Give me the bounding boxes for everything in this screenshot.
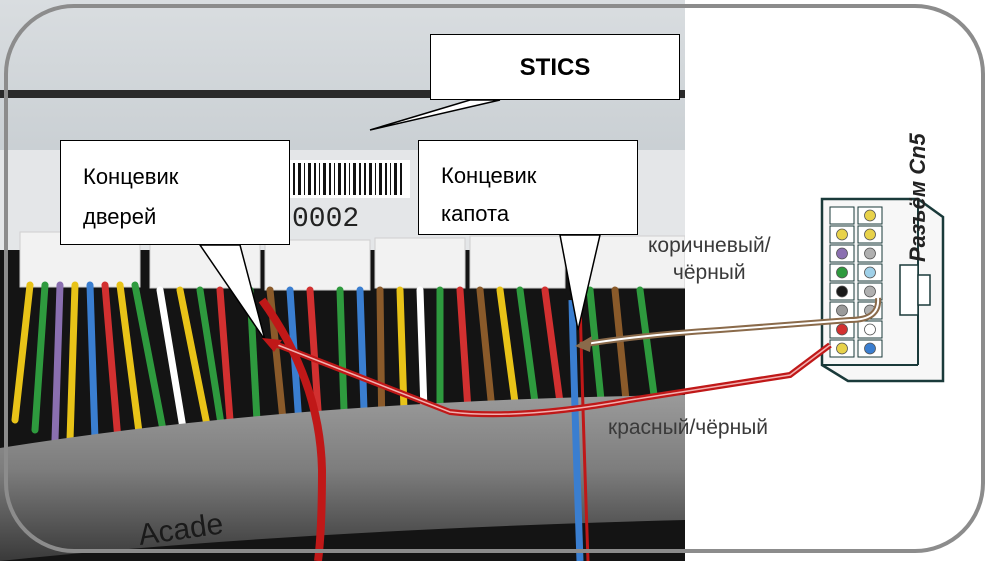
connector-pinout xyxy=(820,197,945,383)
door-switch-callout: Концевик дверей xyxy=(60,140,290,245)
pin-dot-left-3 xyxy=(836,247,848,260)
stics-callout: STICS xyxy=(430,34,680,100)
brown-label-line2: чёрный xyxy=(672,261,746,284)
hood-label-line1: Концевик xyxy=(441,163,537,188)
stics-pointer xyxy=(369,99,501,131)
pin-dot-left-2 xyxy=(836,228,848,241)
pin-dot-left-4 xyxy=(836,266,848,279)
pin-dot-right-1 xyxy=(864,209,876,222)
pin-dot-right-3 xyxy=(864,247,876,260)
red-wire-label: красный/чёрный xyxy=(608,416,769,439)
red-arrowhead xyxy=(262,338,282,352)
pin-dot-right-8 xyxy=(864,342,876,355)
hood-switch-wire xyxy=(568,299,584,561)
pin-dot-left-8 xyxy=(836,342,848,355)
pin-dot-left-6 xyxy=(836,304,848,317)
hood-pointer xyxy=(559,234,601,331)
barcode-number: 0002 xyxy=(292,204,359,235)
pin-dot-right-7 xyxy=(864,323,876,336)
pin-dot-left-7 xyxy=(836,323,848,336)
pin-grid xyxy=(829,206,883,358)
door-switch-wire xyxy=(258,297,327,561)
brown-wire-label: коричневый/ чёрный xyxy=(648,232,771,286)
brown-label-line1: коричневый/ xyxy=(648,234,771,257)
pin-cell-left-1 xyxy=(829,206,855,225)
hood-label-line2: капота xyxy=(441,201,510,226)
pin-dot-right-2 xyxy=(864,228,876,241)
pin-dot-right-4 xyxy=(864,266,876,279)
door-label-line1: Концевик xyxy=(83,164,179,189)
door-label-line2: дверей xyxy=(83,204,157,229)
stics-label: STICS xyxy=(519,54,591,81)
harness-pipe xyxy=(0,395,685,561)
door-pointer xyxy=(198,244,266,341)
pin-dot-left-5 xyxy=(836,285,848,298)
red-trace-line xyxy=(268,339,832,418)
pin-dot-right-5 xyxy=(864,285,876,298)
hood-switch-callout: Концевик капота xyxy=(418,140,638,235)
brown-arrowhead xyxy=(575,336,592,352)
barcode xyxy=(290,160,410,198)
